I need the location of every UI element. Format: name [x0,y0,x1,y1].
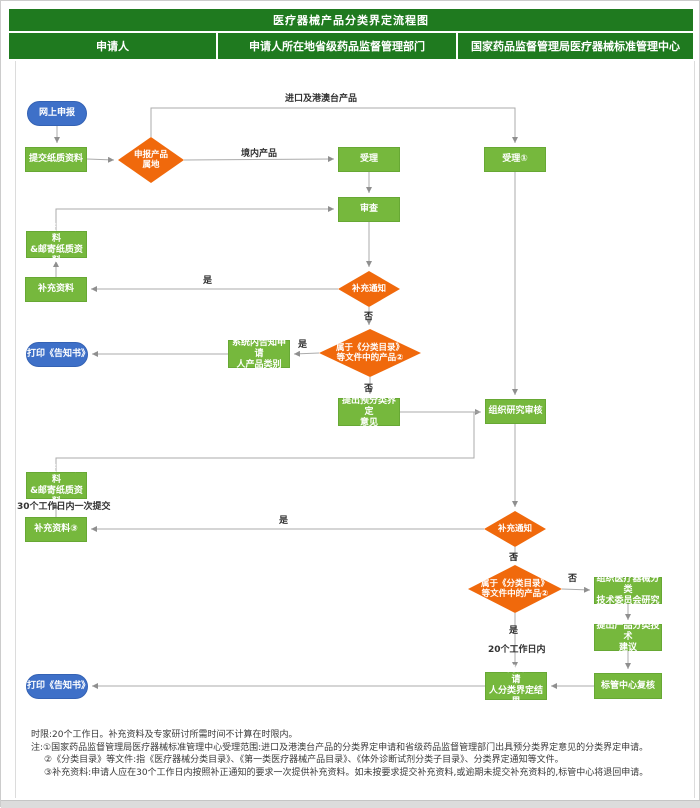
node-in-catalog-2: 属于《分类目录》 等文件中的产品② [468,565,562,613]
page-bottom-edge [1,800,700,808]
node-submit-paper: 提交纸质资料 [25,147,87,172]
label-yes-2: 是 [298,340,308,350]
label-yes-1: 是 [203,276,213,286]
edge-catalog2-no-committee [561,586,591,593]
node-accept-center: 受理① [484,147,546,172]
footnote-time-limit: 时限:20个工作日。补充资料及专家研讨所需时间不计算在时限内。 [31,730,298,740]
column-header-provincial-dept: 申请人所在地省级药品监督管理部门 [218,33,456,59]
node-supplement-3: 补充资料③ [25,517,87,542]
column-header-national-center: 国家药品监督管理局医疗器械标准管理中心 [458,33,693,59]
edge-catalog1-yes-notify [293,350,320,357]
label-20-working-days: 20个工作日内 [488,645,546,655]
edge-online2-to-orgreview [55,411,481,472]
footnotes: 时限:20个工作日。补充资料及专家研讨所需时间不计算在时限内。 注:①国家药品监… [31,729,648,779]
node-accept-provincial: 受理 [338,147,400,172]
edge-locality-to-accept-center [150,107,518,143]
node-print-notice-2: 打印《告知书》 [26,674,90,699]
node-supplement-1: 补充资料 [25,277,87,302]
node-supplement-notice-1: 补充通知 [338,271,400,307]
node-org-review: 组织研究审核 [485,399,546,424]
chart-right-border [694,61,695,798]
label-import-products: 进口及港澳台产品 [285,94,358,104]
edge-locality-to-accept-provincial [183,156,335,163]
label-no-4: 否 [568,574,578,584]
label-yes-3: 是 [279,516,289,526]
edge-online1-to-review [55,206,334,231]
node-center-recheck: 标管中心复核 [594,673,662,699]
node-notify-category: 系统内告知申请 人产品类别 [228,338,290,370]
node-online-apply: 网上申报 [27,101,87,126]
node-supplement-notice-2: 补充通知 [484,511,546,547]
edge-paper-to-locality [86,156,115,163]
footnote-2: ②《分类目录》等文件:指《医疗器械分类目录》、《第一类医疗器械产品目录》、《体外… [44,755,564,765]
label-no-3: 否 [509,553,519,563]
chart-left-border [15,61,16,798]
column-header-applicant: 申请人 [9,33,216,59]
label-no-2: 否 [364,384,374,394]
node-tech-suggestion: 提出产品分类技术 建议 [594,621,662,653]
node-product-locality: 申报产品 属地 [118,137,184,183]
node-committee-research: 组织医疗器械分类 技术委员会研究 [594,574,662,606]
label-30-days-submit: 30个工作日内一次提交 [17,502,111,512]
node-notify-result: 系统内告知申请 人分类界定结果 [485,664,547,707]
node-pre-opinion: 提出预分类界定 意见 [338,396,400,428]
node-online-submit-2: 网上交电子资料 &邮寄纸质资料 [26,464,87,507]
node-in-catalog-1: 属于《分类目录》 等文件中的产品② [319,329,421,377]
node-review: 审查 [338,197,400,222]
node-online-submit-1: 网上交电子资料 &邮寄纸质资料 [26,223,87,266]
label-no-1: 否 [364,312,374,322]
footnote-3: ③补充资料:申请人应在30个工作日内按照补正通知的要求一次提供补充资料。如未按要… [44,767,649,778]
footnote-1: 注:①国家药品监督管理局医疗器械标准管理中心受理范围:进口及港澳台产品的分类界定… [31,742,649,753]
page-title: 医疗器械产品分类界定流程图 [9,9,693,31]
node-print-notice-1: 打印《告知书》 [26,342,90,367]
label-yes-4: 是 [509,626,519,636]
label-domestic-products: 境内产品 [241,149,278,159]
